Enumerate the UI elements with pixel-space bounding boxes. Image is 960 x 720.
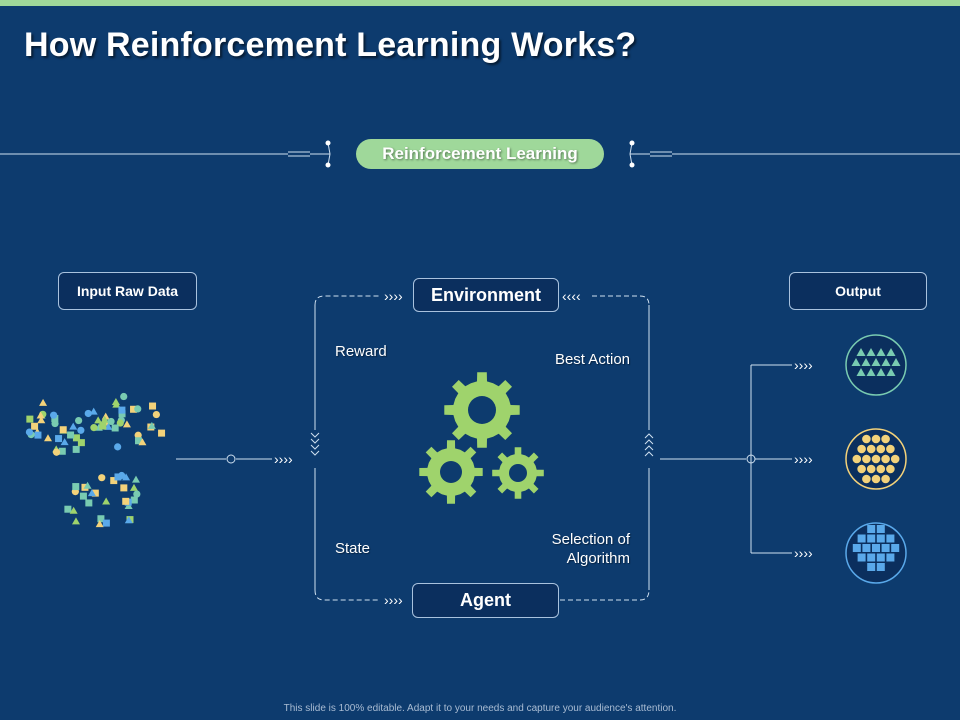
top-accent-stripe — [0, 0, 960, 6]
selection-label-line1: Selection of — [551, 531, 630, 548]
selection-of-algorithm-label: Selection of Algorithm — [520, 530, 630, 568]
footer-note: This slide is 100% editable. Adapt it to… — [283, 703, 677, 714]
header-rule — [0, 140, 960, 168]
raw-data-scatter-icon — [25, 392, 166, 528]
svg-text:››››: ›››› — [794, 357, 813, 373]
gears-icon — [419, 372, 544, 504]
agent-box: Agent — [412, 583, 559, 618]
triangle-cluster-icon — [845, 334, 907, 396]
circle-cluster-icon — [845, 428, 907, 490]
input-connector: ›››› — [176, 451, 293, 467]
svg-text:‹‹‹‹: ‹‹‹‹ — [562, 288, 581, 304]
svg-text:››››: ›››› — [794, 545, 813, 561]
reward-label: Reward — [335, 343, 387, 360]
svg-text:››››: ›››› — [274, 451, 293, 467]
output-box: Output — [789, 272, 927, 310]
output-connector: ›››› ›››› ›››› — [660, 357, 813, 561]
page-title: How Reinforcement Learning Works? — [24, 26, 637, 64]
selection-label-line2: Algorithm — [566, 550, 630, 567]
input-raw-data-box: Input Raw Data — [58, 272, 197, 310]
environment-box: Environment — [413, 278, 559, 312]
svg-text:››››: ›››› — [384, 288, 403, 304]
svg-text:››››: ›››› — [794, 451, 813, 467]
square-cluster-icon — [845, 522, 907, 584]
svg-text:››››: ›››› — [384, 592, 403, 608]
rl-loop: ›››› ‹‹‹‹ ›››› — [310, 288, 654, 608]
reinforcement-learning-pill: Reinforcement Learning — [356, 139, 604, 169]
best-action-label: Best Action — [554, 351, 630, 368]
state-label: State — [335, 540, 371, 557]
